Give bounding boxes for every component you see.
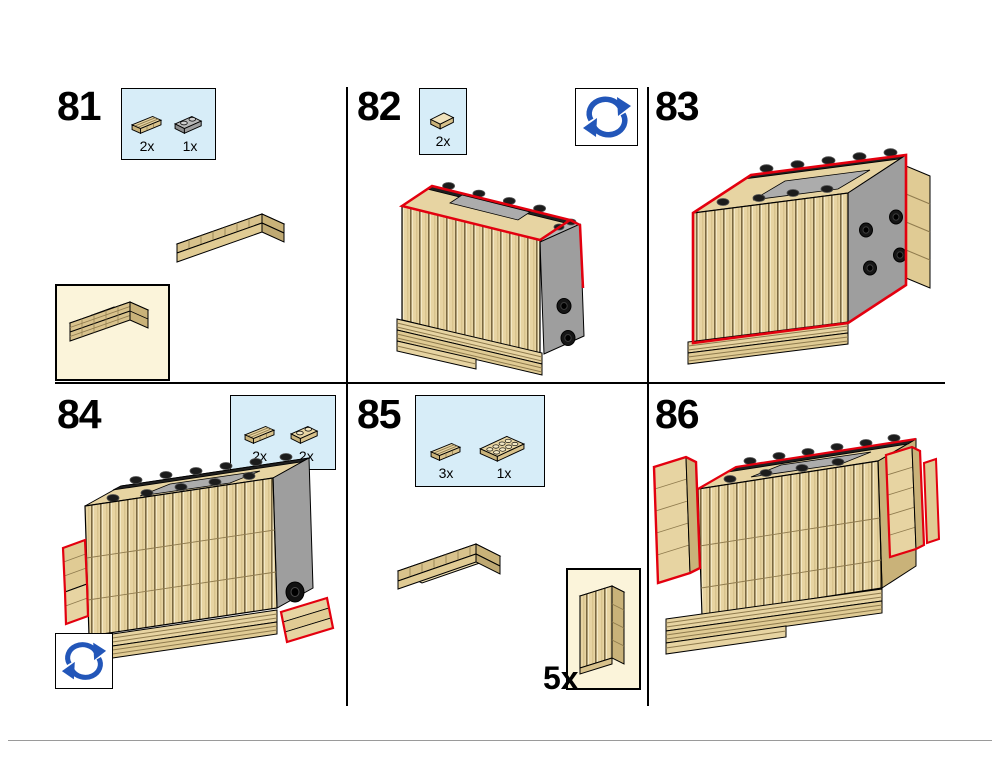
new-part-highlight-outline	[691, 153, 908, 345]
step-82-rotate-symbol-box	[575, 88, 638, 146]
step-85-repeat-callout	[566, 568, 641, 690]
grille-sandwich-detail	[68, 300, 149, 342]
step-81-number: 81	[57, 83, 102, 129]
grille-front-face	[84, 477, 278, 637]
part-qty: 1x	[496, 465, 512, 481]
part-grille-plate-tan: 3x	[427, 436, 465, 481]
part-qty: 1x	[182, 138, 198, 154]
bottom-grille-strips	[396, 318, 543, 376]
step-81-detail-callout	[55, 284, 170, 381]
divider-horizontal-middle	[55, 382, 945, 384]
divider-vertical-top-right	[647, 87, 649, 382]
step-86-number: 86	[655, 391, 700, 437]
highlight-outline	[652, 455, 702, 585]
rotate-icon	[582, 96, 631, 138]
step-84-rotate-symbol-box	[55, 633, 113, 689]
new-part-highlight-outline	[398, 184, 585, 289]
rotate-icon	[61, 642, 107, 680]
grille-stack	[175, 213, 286, 263]
end-grille-piece	[905, 165, 931, 289]
part-qty: 3x	[438, 465, 454, 481]
black-wheel-piece	[285, 581, 305, 603]
plate-2x4-tan-icon	[479, 435, 526, 462]
part-plate-2x4-tan: 1x	[475, 426, 533, 481]
left-end-block	[652, 455, 702, 585]
divider-vertical-bottom-left	[346, 384, 348, 706]
step-85-number: 85	[357, 391, 402, 437]
part-tile-tan: 2x	[427, 107, 459, 149]
highlight-outline	[884, 445, 926, 559]
part-plate-1x2-gray: 1x	[171, 109, 209, 154]
step-83-number: 83	[655, 83, 700, 129]
part-grille-plate-tan: 2x	[128, 109, 166, 154]
step-82-assembly-figure	[392, 158, 600, 388]
step-81-parts-box: 2x 1x	[121, 88, 216, 160]
grille-front-face	[692, 192, 849, 344]
grille-front-face	[697, 460, 883, 617]
step-82-number: 82	[357, 83, 402, 129]
step-85-assembly-figure	[388, 516, 518, 618]
highlight-outline	[922, 457, 941, 545]
black-studs	[723, 434, 901, 483]
black-studs	[106, 453, 293, 502]
black-studs	[442, 182, 547, 213]
technic-holes	[556, 298, 576, 346]
right-end-grille-pieces	[884, 445, 941, 559]
bottom-grille-strips	[687, 321, 849, 365]
divider-vertical-bottom-right	[647, 384, 649, 706]
step-85-parts-box: 3x 1x	[415, 395, 545, 487]
divider-vertical-top-left	[346, 87, 348, 382]
step-83-assembly-figure	[678, 118, 944, 376]
bottom-grille-strips	[665, 588, 883, 655]
part-plate-1x2-tan: 2x	[287, 419, 325, 464]
part-qty: 2x	[435, 133, 451, 149]
page-footer-rule	[8, 740, 992, 741]
plate-1x2-gray-icon	[173, 115, 203, 135]
step-84-parts-box: 2x 2x	[230, 395, 336, 470]
part-qty: 2x	[139, 138, 155, 154]
gray-technic-column	[539, 218, 585, 355]
grille-plate-icon	[429, 442, 462, 461]
step-86-assembly-figure	[646, 421, 944, 673]
repeat-count-label: 5x	[543, 660, 579, 696]
grille-plate-icon	[243, 425, 275, 444]
step-81-assembly-figure	[167, 192, 309, 288]
plate-1x2-tan-icon	[290, 425, 319, 445]
step-84-assembly-figure	[55, 444, 343, 688]
highlight-outline	[61, 538, 90, 626]
bottom-right-grille-stack	[279, 596, 335, 644]
step-84-number: 84	[57, 391, 102, 437]
left-edge-grille-strips	[61, 538, 90, 626]
step-82-parts-box: 2x	[419, 88, 467, 155]
highlight-outline	[279, 596, 335, 644]
black-studs	[716, 148, 898, 206]
grille-stack-detail	[578, 585, 626, 675]
highlight-top-edge	[697, 437, 917, 490]
grille-plate-stack	[396, 543, 502, 590]
grille-plate-icon	[130, 115, 163, 134]
tile-tan-icon	[429, 112, 455, 130]
